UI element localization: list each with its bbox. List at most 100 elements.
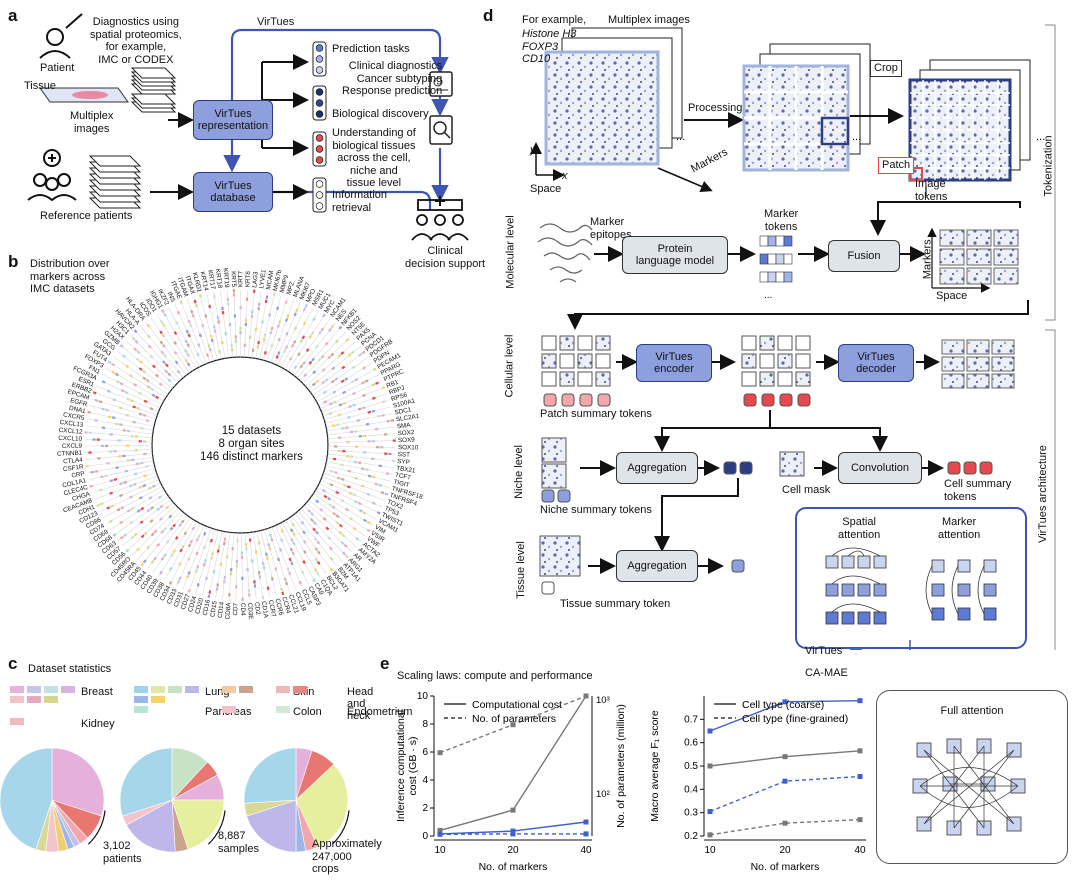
dataset-segment xyxy=(284,300,288,304)
marker-spoke xyxy=(266,297,288,362)
dataset-segment xyxy=(289,528,294,533)
marker-spoke xyxy=(188,528,212,592)
legend-swatch xyxy=(10,718,24,725)
y-tick-label: 0.7 xyxy=(684,714,698,725)
dataset-segment xyxy=(124,469,129,473)
dataset-segment xyxy=(111,370,116,375)
marker-spoke xyxy=(141,512,185,566)
marker-spoke xyxy=(150,317,190,374)
dataset-segment xyxy=(293,365,298,370)
dataset-segment xyxy=(119,482,123,486)
fused-token-grid xyxy=(927,227,1019,293)
dataset-segment xyxy=(218,349,222,354)
dataset-segment xyxy=(119,382,124,386)
marker-label: RPS6 xyxy=(390,391,408,403)
marker-label: CCR7 xyxy=(267,599,277,618)
right-tick-label: 10² xyxy=(596,789,610,800)
dataset-segment xyxy=(377,414,381,418)
dataset-segment xyxy=(119,535,124,540)
legend-swatches xyxy=(134,686,199,703)
dataset-segment xyxy=(290,537,294,542)
dataset-segment xyxy=(276,324,280,328)
dataset-segment xyxy=(288,557,292,562)
marker-label: TCF7 xyxy=(394,472,411,482)
legend-swatch xyxy=(134,686,148,693)
dataset-segment xyxy=(320,354,325,359)
dataset-segment xyxy=(132,482,137,486)
marker-spoke xyxy=(247,290,255,358)
dataset-segment xyxy=(187,588,191,593)
dataset-segment xyxy=(212,569,216,574)
dataset-segment xyxy=(322,517,327,521)
dataset-segment xyxy=(261,561,265,566)
dataset-segment xyxy=(311,357,315,362)
tissue-level-label: Tissue level xyxy=(514,541,527,599)
data-point xyxy=(510,722,516,728)
dataset-segment xyxy=(159,504,164,509)
dataset-segment xyxy=(371,409,376,413)
dataset-segment xyxy=(115,422,119,426)
cellular-level-label: Cellular level xyxy=(503,334,516,398)
dataset-segment xyxy=(149,407,154,411)
marker-spoke xyxy=(312,357,369,396)
dataset-segment xyxy=(146,323,151,328)
dataset-segment xyxy=(280,587,284,592)
dataset-segment xyxy=(330,352,335,357)
marker-spoke xyxy=(182,526,208,590)
dataset-segment xyxy=(133,347,138,352)
dataset-segment xyxy=(313,567,318,572)
marker-spoke xyxy=(306,502,357,548)
dataset-segment xyxy=(216,583,219,587)
dataset-segment xyxy=(363,518,367,523)
panel-a-graphics xyxy=(27,13,469,241)
dataset-segment xyxy=(381,400,386,404)
dataset-segment xyxy=(316,540,321,545)
legend-swatch xyxy=(151,686,165,693)
dataset-segment xyxy=(265,295,269,300)
dataset-segment xyxy=(176,580,181,584)
data-point xyxy=(510,828,516,834)
dataset-segment xyxy=(148,486,152,490)
dataset-segment xyxy=(358,509,363,513)
dataset-segment xyxy=(208,590,212,594)
legend-swatch xyxy=(27,686,41,693)
marker-spoke xyxy=(145,321,187,376)
dataset-segment xyxy=(100,475,104,479)
dataset-segment xyxy=(315,499,320,504)
dataset-segment xyxy=(167,372,172,377)
marker-label: MCAM xyxy=(265,270,275,290)
dataset-segment xyxy=(159,517,164,521)
aggregation-box-tissue: Aggregation xyxy=(616,550,698,582)
dataset-segment xyxy=(295,308,299,313)
dataset-segment xyxy=(352,526,357,531)
dataset-segment xyxy=(266,586,270,591)
dataset-segment xyxy=(367,410,372,414)
dataset-segment xyxy=(123,480,127,484)
dataset-segment xyxy=(142,376,147,381)
marker-spoke xyxy=(99,379,161,409)
marker-spoke xyxy=(241,532,243,600)
dataset-segment xyxy=(322,390,327,395)
dataset-segment xyxy=(191,526,196,531)
dataset-segment xyxy=(390,419,395,422)
marker-label: CD3E xyxy=(246,602,254,619)
dataset-segment xyxy=(340,477,345,481)
dataset-segment xyxy=(335,423,340,427)
dataset-segment xyxy=(314,547,319,552)
tissue-image xyxy=(539,535,581,577)
dataset-segment xyxy=(342,551,346,556)
dataset-segment xyxy=(343,483,347,487)
dataset-segment xyxy=(345,337,350,342)
dataset-segment xyxy=(261,320,264,324)
dataset-segment xyxy=(212,325,216,329)
patient-icon xyxy=(46,28,64,46)
data-point xyxy=(857,748,863,754)
dataset-segment xyxy=(345,507,349,512)
legend-swatch xyxy=(10,686,24,693)
legend-swatch xyxy=(222,686,236,693)
marker-distribution-chart: MKI67MPOMSR1MUC1MYCNCAM1NESNFKB1NOS2NT5E… xyxy=(57,268,424,620)
